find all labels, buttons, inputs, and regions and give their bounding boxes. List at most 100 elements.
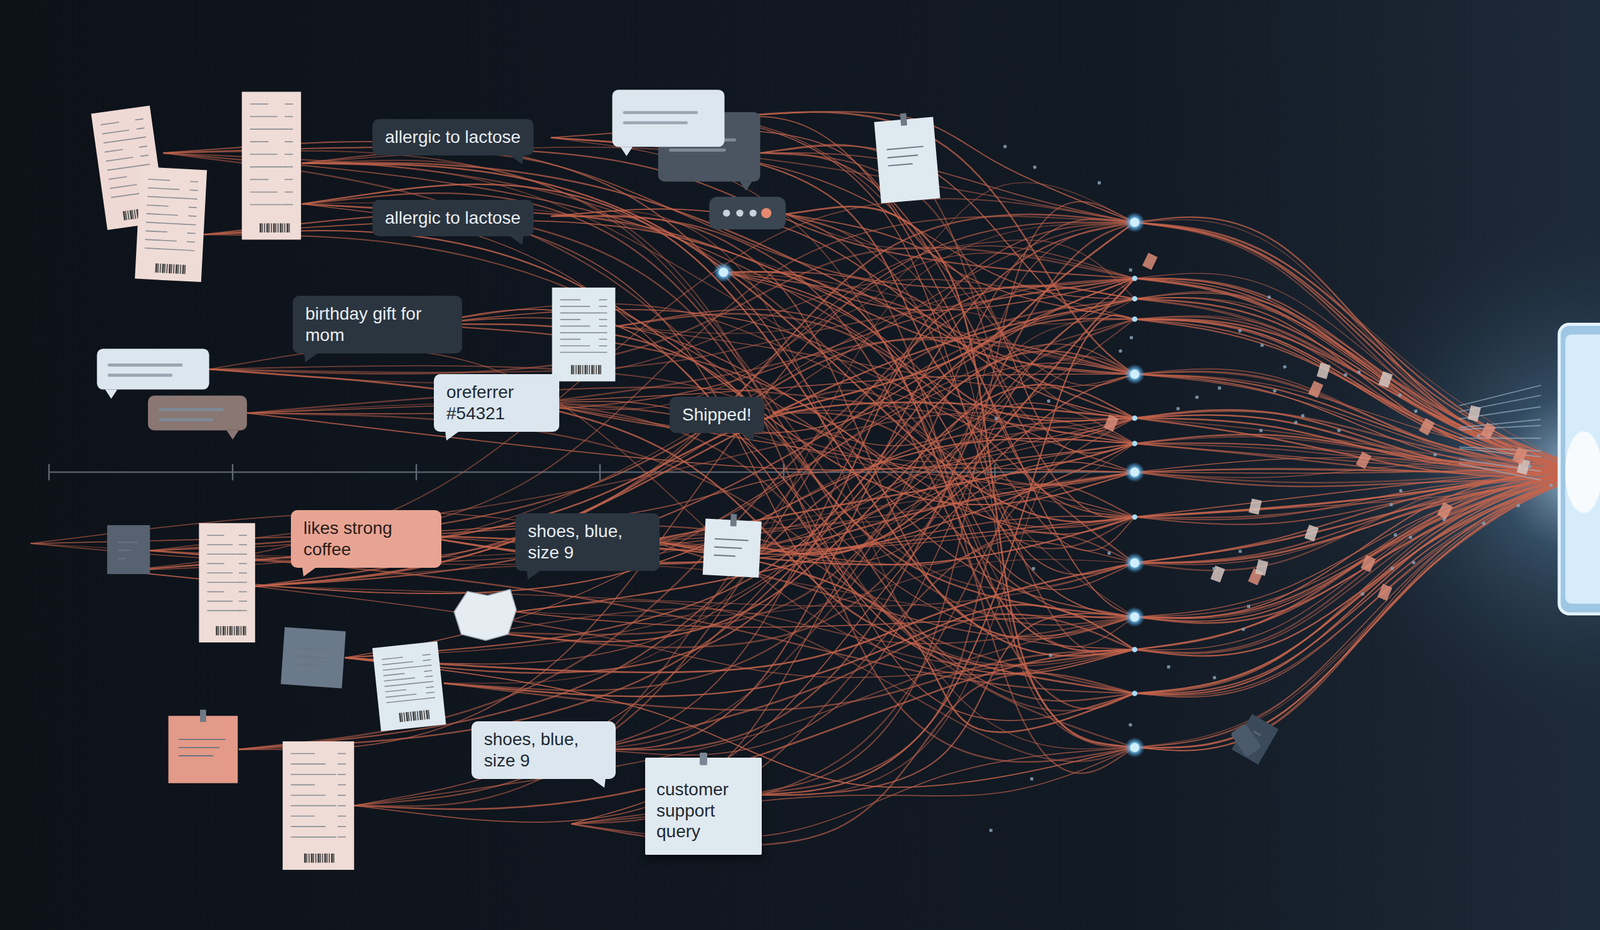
note-scribble bbox=[714, 555, 736, 557]
receipt-line bbox=[284, 191, 293, 194]
barcode-bar bbox=[282, 223, 284, 233]
note-scribble bbox=[714, 547, 742, 549]
receipt-line bbox=[337, 794, 347, 797]
bubble-tail bbox=[508, 235, 525, 247]
receipt-line bbox=[284, 141, 293, 143]
barcode-bar bbox=[161, 263, 165, 274]
particle bbox=[1549, 483, 1553, 488]
particle bbox=[1248, 498, 1263, 515]
hub-dot bbox=[713, 262, 735, 283]
flow-line bbox=[1134, 473, 1577, 752]
receipt-line bbox=[206, 601, 233, 603]
particle bbox=[1258, 428, 1263, 433]
chat-bubble: shoes, blue, size 9 bbox=[471, 721, 616, 780]
barcode-bar bbox=[598, 365, 600, 375]
sticky-note bbox=[873, 110, 940, 204]
barcode-bar bbox=[317, 853, 320, 864]
receipt-line bbox=[290, 805, 337, 807]
bubble-tail bbox=[226, 430, 239, 441]
particle bbox=[1294, 420, 1298, 425]
receipt-line bbox=[238, 553, 248, 555]
receipt-line bbox=[423, 670, 432, 672]
flow-line bbox=[744, 613, 1135, 796]
flow-line bbox=[1134, 293, 1577, 468]
bubble-tail bbox=[105, 389, 118, 400]
particle bbox=[1393, 533, 1397, 537]
receipt-line bbox=[250, 179, 269, 181]
bubble-body bbox=[147, 395, 248, 431]
flow-line bbox=[1134, 316, 1577, 476]
receipt bbox=[282, 741, 355, 871]
barcode-bar bbox=[184, 265, 186, 275]
particle bbox=[1031, 567, 1036, 571]
receipt-line bbox=[186, 249, 195, 251]
receipt-paper bbox=[134, 166, 207, 283]
bubble-tail-shape bbox=[445, 430, 461, 441]
receipt-line bbox=[250, 128, 287, 130]
barcode-bar bbox=[403, 712, 406, 723]
receipt bbox=[552, 287, 616, 382]
barcode-bar bbox=[229, 626, 232, 636]
flow-line bbox=[238, 299, 1135, 750]
note-paper bbox=[873, 117, 940, 204]
receipt-line bbox=[598, 332, 607, 334]
flow-line bbox=[1134, 299, 1577, 475]
particle bbox=[1118, 349, 1123, 353]
receipt-line bbox=[284, 103, 293, 105]
barcode-bar bbox=[173, 264, 175, 274]
barcode-bar bbox=[159, 263, 162, 274]
flow-line bbox=[616, 326, 1135, 389]
barcode-bar bbox=[275, 223, 277, 233]
receipt-line bbox=[206, 534, 224, 537]
barcode-bar bbox=[304, 853, 306, 864]
receipt-line bbox=[426, 692, 435, 694]
particle bbox=[1097, 181, 1101, 185]
flow-line bbox=[1134, 468, 1577, 572]
flow-line bbox=[421, 309, 1135, 675]
particle bbox=[1480, 422, 1496, 441]
note-pin bbox=[699, 752, 708, 766]
typing-dot bbox=[749, 209, 757, 217]
arrow-streak bbox=[1458, 447, 1541, 452]
receipt-line bbox=[383, 666, 424, 671]
flow-line bbox=[443, 605, 1135, 697]
note-scribble bbox=[117, 557, 126, 560]
flow-line bbox=[723, 272, 1135, 652]
particle bbox=[1282, 364, 1287, 369]
barcode-bar bbox=[127, 210, 130, 221]
particle bbox=[1343, 373, 1348, 377]
flow-line bbox=[760, 278, 1135, 555]
bubble-tail bbox=[739, 181, 753, 192]
hub-dot bbox=[1124, 552, 1146, 574]
receipt-line bbox=[290, 784, 315, 787]
hub-dot bbox=[1124, 211, 1146, 233]
receipt-line bbox=[598, 351, 607, 353]
receipt-line bbox=[135, 119, 144, 121]
particle bbox=[1267, 295, 1271, 300]
receipt bbox=[372, 641, 447, 732]
receipt-paper bbox=[372, 641, 447, 732]
receipt-line bbox=[337, 753, 347, 755]
particle bbox=[1255, 559, 1269, 577]
hub-dot bbox=[1124, 364, 1146, 385]
flow-line bbox=[551, 137, 1135, 422]
barcode-bar bbox=[333, 853, 335, 864]
receipt-line bbox=[385, 694, 417, 698]
particle bbox=[1516, 503, 1521, 508]
flow-line bbox=[1134, 374, 1577, 479]
particle bbox=[1398, 393, 1402, 397]
receipt-line bbox=[136, 127, 145, 130]
note-text: likes strong coffee bbox=[303, 517, 429, 560]
receipt-line bbox=[206, 563, 224, 565]
barcode-bar bbox=[286, 223, 289, 233]
particle bbox=[1032, 165, 1037, 170]
receipt-line bbox=[250, 166, 287, 169]
flow-line bbox=[238, 351, 1135, 750]
note-pin bbox=[730, 514, 738, 527]
particle bbox=[1048, 653, 1053, 658]
receipt-line bbox=[206, 581, 241, 584]
flow-line bbox=[744, 484, 1135, 796]
hub-dot-core bbox=[1130, 217, 1140, 227]
flow-line bbox=[515, 443, 1135, 612]
